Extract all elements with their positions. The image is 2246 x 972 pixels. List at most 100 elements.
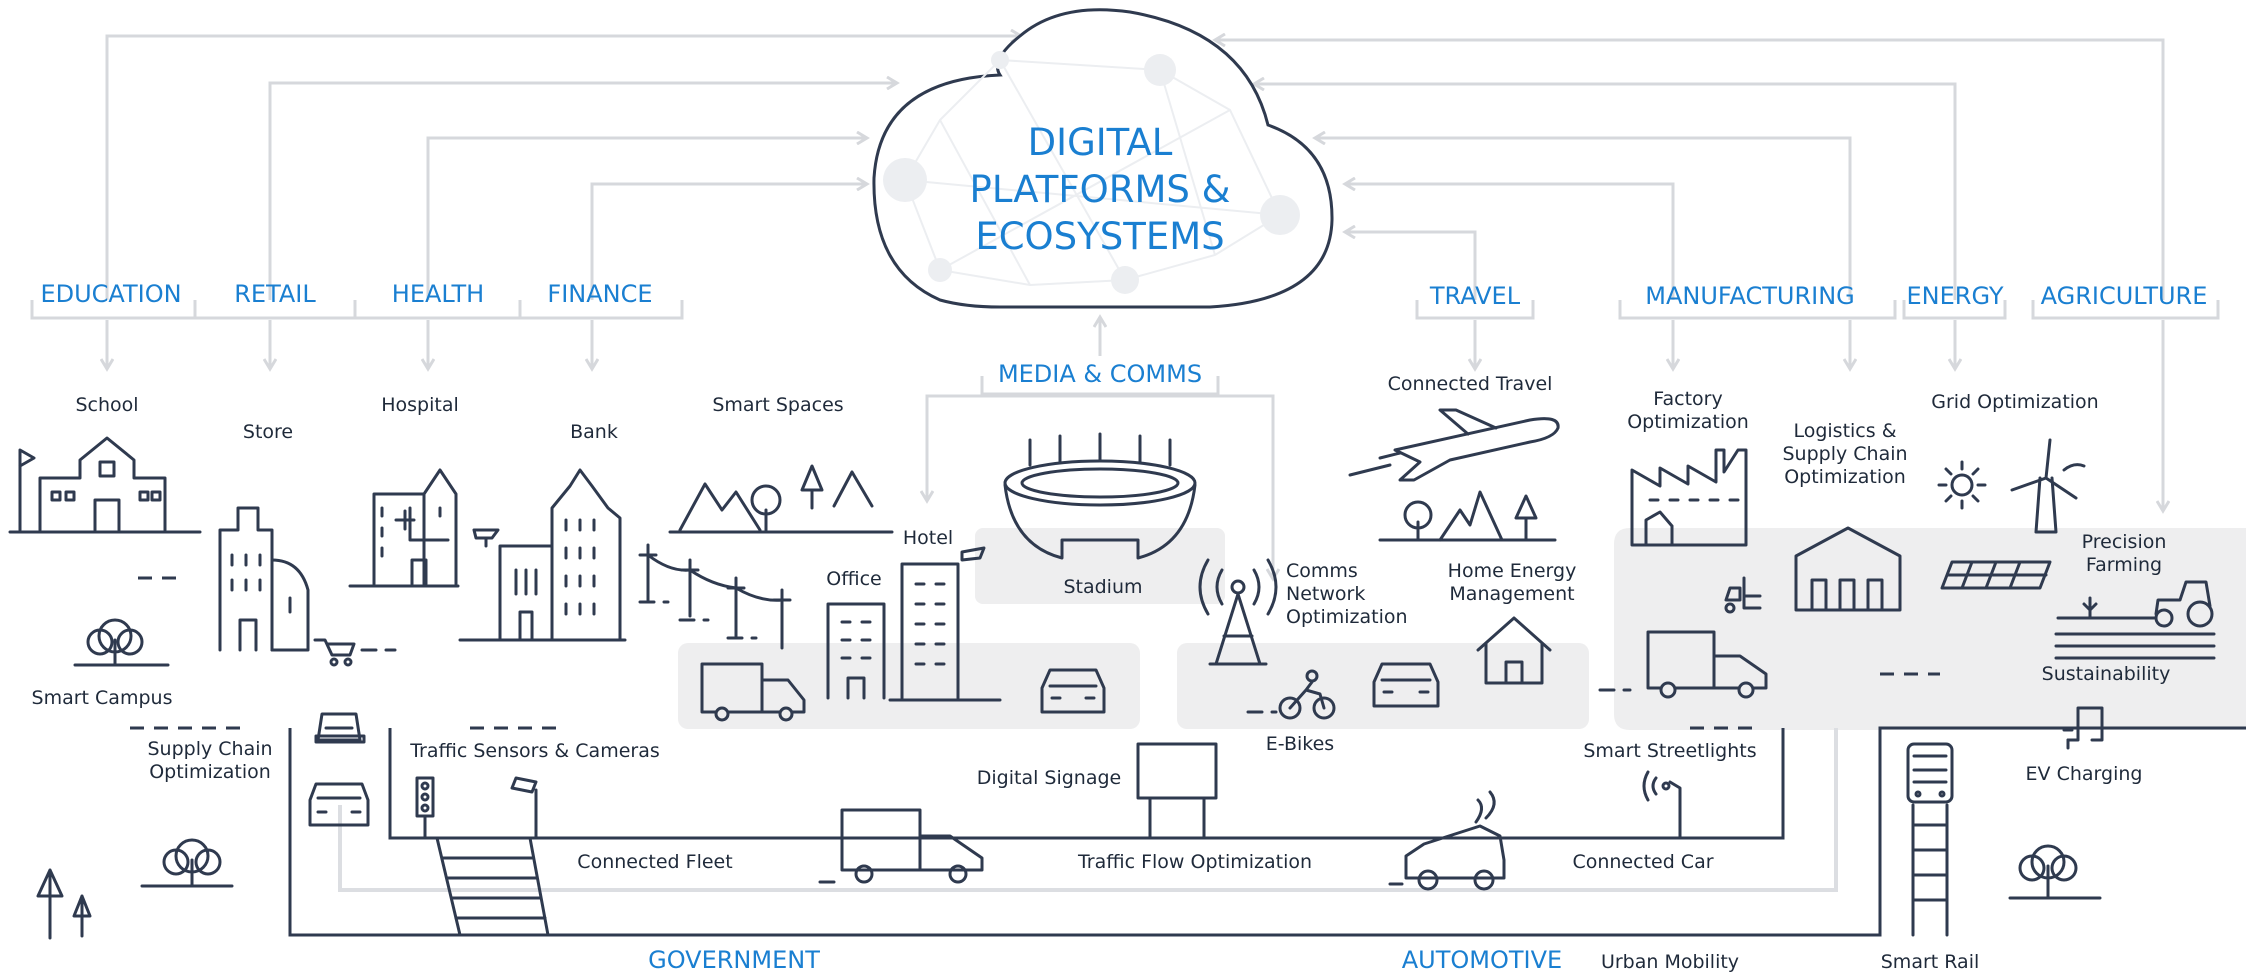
travel-landscape-icon [1378,490,1557,542]
travel-arrow-up [1346,232,1477,300]
traffic-light-icon [415,776,435,840]
label-comms-line-1: Comms [1286,560,1358,582]
sun-icon [1937,460,1987,510]
category-finance: FINANCE [547,280,652,308]
agriculture-arrow-up [1216,40,2165,300]
outer-road [288,726,2246,937]
train-icon [1906,742,1954,804]
manufacturing-left-arrow-up [1346,184,1675,300]
power-lines-icon [638,543,792,650]
smart-rail-track [1911,803,1949,937]
label-supply-chain-line-1: Supply Chain [147,738,272,760]
crop-rows-icon [2054,596,2216,660]
label-connected-car: Connected Car [1572,851,1713,873]
label-ev-charging: EV Charging [2026,763,2143,785]
category-labels: EDUCATION RETAIL HEALTH FINANCE MEDIA & … [40,280,2207,972]
stadium-icon [1003,432,1197,560]
mountains-icon [668,464,894,534]
label-bank: Bank [570,421,618,443]
cloud-outline [872,8,1334,309]
comms-group: Comms Network Optimization E-Bikes Home … [1198,558,1577,755]
road-network [130,672,2246,937]
label-logistics-line-1: Logistics & [1793,420,1896,442]
cloud-title-line-2: PLATFORMS & [970,168,1231,211]
energy-arrow-up [1255,84,1957,300]
delivery-truck-icon [700,662,806,722]
health-arrow-up [426,138,866,300]
car-icon-front [308,782,370,827]
label-store: Store [243,421,293,443]
cloud-title-line-1: DIGITAL [1028,121,1173,164]
label-smart-campus: Smart Campus [32,687,173,709]
label-e-bikes: E-Bikes [1266,733,1334,755]
label-sustainability: Sustainability [2042,663,2171,685]
manufacturing-group: Factory Optimization Logistics & Supply … [1598,388,1908,699]
e-bike-icon [1246,669,1336,720]
smart-campus-tree-icon [73,618,170,667]
inner-road [388,728,1785,840]
hospital-icon [348,468,460,588]
label-smart-rail: Smart Rail [1881,951,1980,972]
school-group: School Smart Campus [8,394,202,709]
category-travel: TRAVEL [1429,282,1521,310]
label-office: Office [826,568,881,590]
retail-arrow-up [268,83,896,300]
label-factory-line-1: Factory [1653,388,1722,410]
bank-group: Bank [458,421,627,642]
factory-icon [1630,448,1748,547]
road-items: Digital Signage Traffic Flow Optimizatio… [818,740,1980,972]
category-energy: ENERGY [1906,282,2003,310]
finance-arrow-up [590,184,866,300]
cloud-network-nodes [883,51,1300,294]
label-comms-line-2: Network [1286,583,1365,605]
label-home-energy-line-1: Home Energy [1448,560,1577,582]
billboard-icon [1136,742,1218,840]
gray-road [338,728,1838,892]
label-hotel: Hotel [903,527,953,549]
label-comms-line-3: Optimization [1286,606,1408,628]
hospital-group: Hospital [348,394,460,588]
manufacturing-arrow-up [1316,138,1852,300]
car-front-icon [1040,668,1106,714]
smart-spaces-group: Smart Spaces [638,394,894,650]
fleet-truck-icon [818,808,984,884]
label-traffic-sensors: Traffic Sensors & Cameras [409,740,660,762]
label-smart-streetlights: Smart Streetlights [1583,740,1756,762]
label-smart-spaces: Smart Spaces [712,394,843,416]
label-traffic-flow: Traffic Flow Optimization [1077,851,1312,873]
traffic-sensors-group: Traffic Sensors & Cameras Connected Flee… [409,740,732,873]
label-home-energy-line-2: Management [1449,583,1574,605]
travel-group: Connected Travel [1348,373,1560,542]
category-government: GOVERNMENT [648,946,820,972]
hotel-icon [888,546,1002,702]
airplane-icon [1348,408,1560,482]
office-hotel-group: Office Hotel [700,527,1106,722]
supply-chain-group: Supply Chain Optimization [36,712,370,940]
label-precision-farming-line-2: Farming [2086,554,2162,576]
agriculture-group: Precision Farming Sustainability EV Char… [2008,531,2216,900]
manufacturing-zone [1614,528,2246,730]
home-icon [1476,616,1552,685]
store-icon [218,506,397,667]
tractor-icon [2154,580,2214,628]
bank-icon [458,468,627,642]
ev-charger-icon [2062,706,2104,750]
stadium-group: Stadium [1003,432,1197,598]
label-connected-travel: Connected Travel [1388,373,1553,395]
crosswalk [435,836,550,937]
store-group: Store [218,421,397,667]
category-automotive: AUTOMOTIVE [1402,946,1562,972]
label-hospital: Hospital [381,394,459,416]
category-manufacturing: MANUFACTURING [1645,282,1855,310]
cloud-title-line-3: ECOSYSTEMS [975,215,1224,258]
streetlight-icon [1642,770,1682,840]
cell-tower-icon [1198,558,1278,666]
category-retail: RETAIL [234,280,316,308]
category-agriculture: AGRICULTURE [2041,282,2208,310]
label-precision-farming-line-1: Precision [2082,531,2167,553]
label-logistics-line-2: Supply Chain [1782,443,1907,465]
label-supply-chain-line-2: Optimization [149,761,271,783]
category-media: MEDIA & COMMS [998,360,1202,388]
label-logistics-line-3: Optimization [1784,466,1906,488]
